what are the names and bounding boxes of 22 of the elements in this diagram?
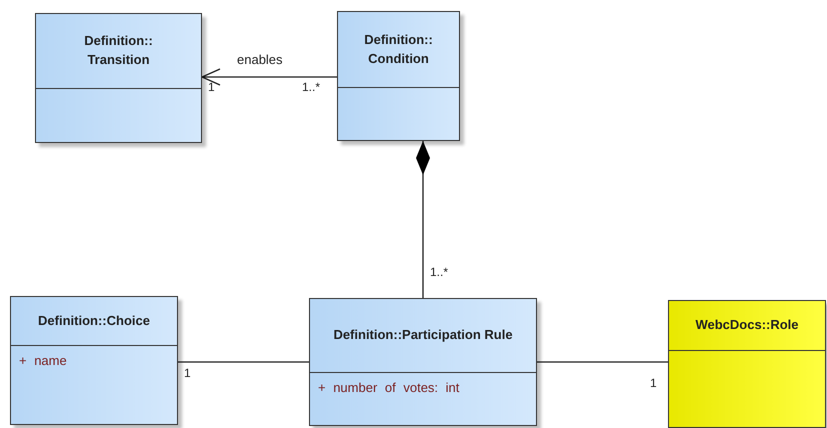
- multiplicity-label: 1: [208, 80, 215, 94]
- multiplicity-label: 1: [184, 366, 191, 380]
- class-box: [309, 298, 537, 426]
- composition-line: [416, 141, 430, 298]
- class-name: Definition:: Condition: [363, 30, 434, 68]
- association-arrow: [201, 68, 337, 86]
- class-name: Definition::Choice: [38, 312, 150, 330]
- edge-label: enables: [236, 52, 284, 67]
- class-name: Definition::Participation Rule: [333, 326, 513, 344]
- multiplicity-label: 1..*: [430, 265, 448, 279]
- class-box: [337, 11, 460, 141]
- class-box: [668, 300, 826, 428]
- attribute-text: + name: [19, 353, 67, 368]
- class-box: [35, 13, 202, 143]
- attribute-text: + number of votes: int: [318, 380, 460, 395]
- class-name: WebcDocs::Role: [695, 316, 799, 334]
- association-line: [178, 361, 309, 363]
- class-box: [10, 296, 178, 425]
- class-name: Definition:: Transition: [83, 32, 154, 69]
- association-line: [537, 361, 668, 363]
- multiplicity-label: 1..*: [302, 80, 320, 94]
- multiplicity-label: 1: [650, 376, 657, 390]
